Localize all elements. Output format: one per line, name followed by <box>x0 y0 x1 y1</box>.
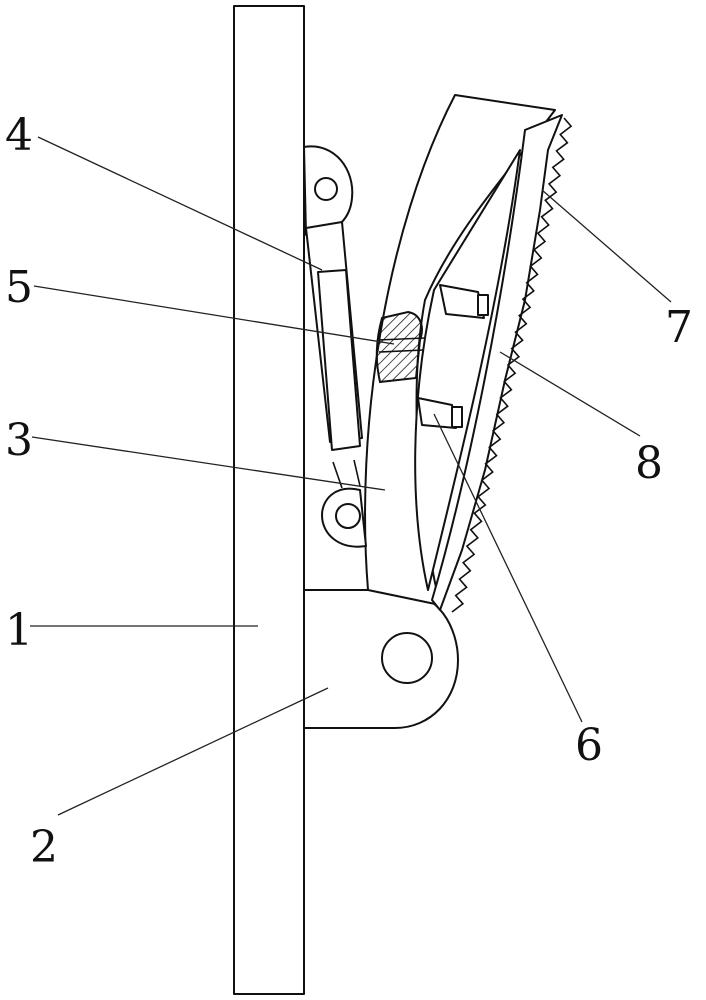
slide-plate <box>414 149 521 591</box>
cutting-blade <box>431 114 563 611</box>
label-part-3: 3 <box>5 415 33 466</box>
label-part-4: 4 <box>5 110 33 161</box>
upper-fastener-head <box>477 294 489 316</box>
leader-7 <box>541 189 672 303</box>
leader-8 <box>499 351 641 437</box>
label-part-5: 5 <box>5 262 33 313</box>
vertical-post <box>233 5 305 995</box>
bolt-shaft <box>377 337 426 341</box>
leader-2 <box>57 687 329 816</box>
label-part-8: 8 <box>635 438 663 489</box>
label-part-1: 1 <box>5 605 33 656</box>
cylinder-rod-link <box>332 461 343 489</box>
upper-pivot-pin <box>314 177 338 201</box>
label-part-2: 2 <box>30 822 58 873</box>
leader-4 <box>37 136 323 271</box>
label-part-6: 6 <box>575 720 603 771</box>
bolt-shaft-2 <box>378 349 425 353</box>
label-part-7: 7 <box>665 302 693 353</box>
leader-3 <box>31 436 386 491</box>
cylinder-body <box>317 269 361 451</box>
hinge-bracket <box>303 589 459 729</box>
lower-fastener-head <box>451 406 463 428</box>
upper-fastener <box>439 284 485 319</box>
leader-5 <box>33 285 395 345</box>
cylinder-rod-link-2 <box>353 459 361 487</box>
blade-teeth <box>451 117 573 613</box>
leader-6 <box>433 413 583 723</box>
hinge-pivot-pin <box>381 632 433 684</box>
lower-pivot-pin <box>335 503 361 529</box>
hatched-block <box>375 310 423 384</box>
